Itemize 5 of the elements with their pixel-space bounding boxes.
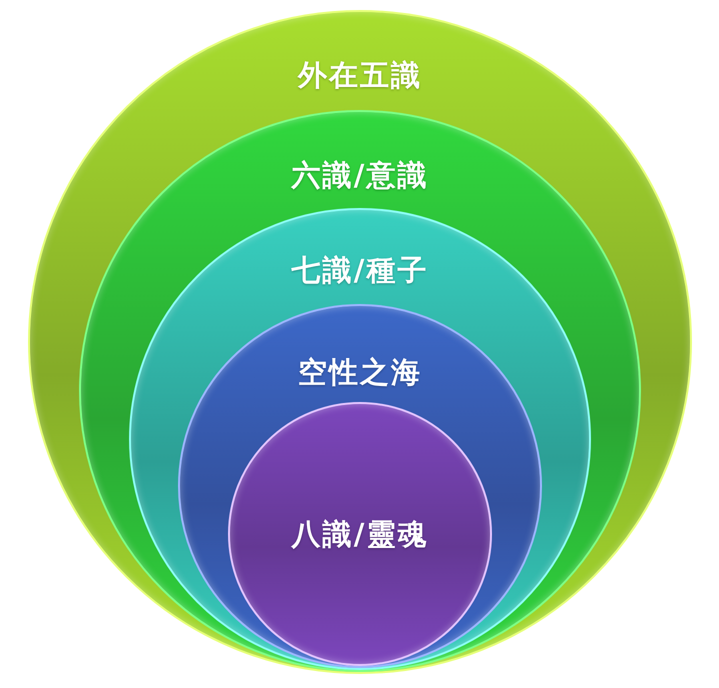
layer-title: 六識/意識: [292, 159, 428, 191]
core-title: 八識/靈魂: [292, 518, 428, 550]
layer-title: 外在五識: [298, 59, 422, 91]
layer-title: 七識/種子: [292, 254, 428, 286]
layer-title: 空性之海: [298, 356, 422, 388]
